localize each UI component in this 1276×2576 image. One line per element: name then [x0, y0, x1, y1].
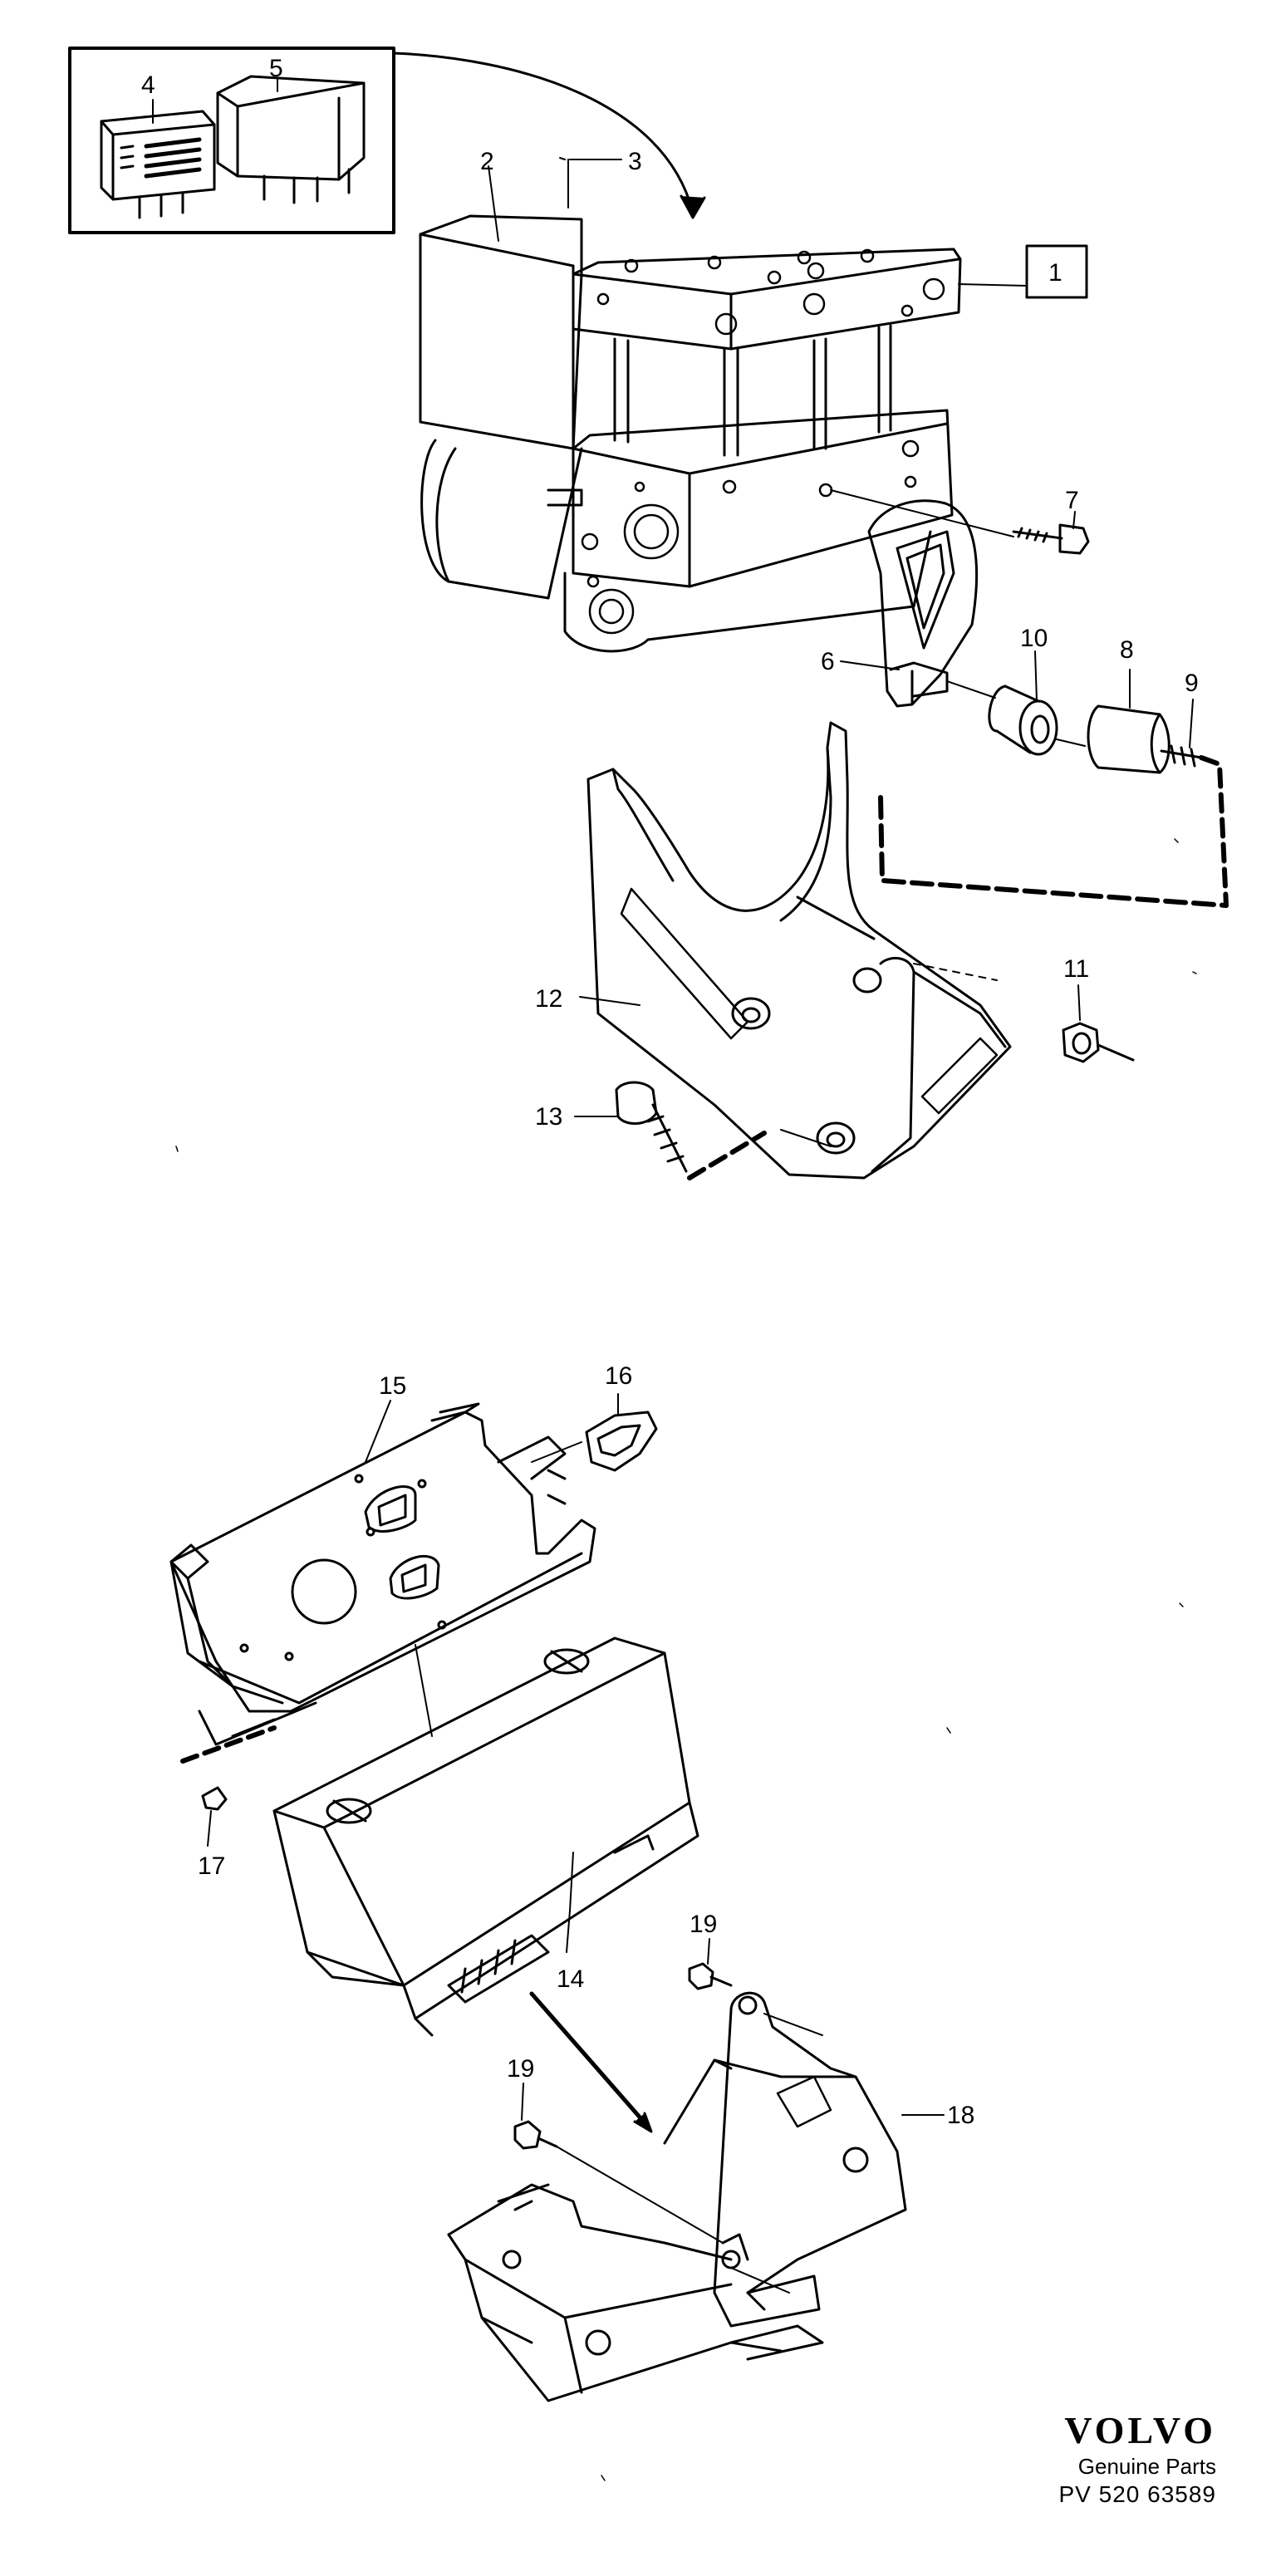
nut-11: [1062, 1022, 1135, 1063]
volvo-branding: VOLVO Genuine Parts PV 520 63589: [967, 2409, 1217, 2509]
bolt-7: [1012, 523, 1090, 555]
callout-15: 15: [379, 1372, 406, 1400]
leader-lines: [152, 79, 1194, 2121]
relay-4: [100, 110, 216, 219]
screw-19-lower: [513, 2120, 558, 2150]
callout-10: 10: [1020, 625, 1048, 652]
callout-12: 12: [535, 985, 562, 1013]
callout-18: 18: [947, 2102, 974, 2129]
catalog-number: PV 520 63589: [1058, 2481, 1216, 2507]
bracket-12: [586, 721, 1012, 1180]
callout-19-upper: 19: [690, 1911, 717, 1938]
callout-labels: 1 2 3 4 5 6 7 8 9 10 11 12 13 14 15 16 1…: [141, 55, 1199, 2129]
bracket-18: [447, 1991, 907, 2402]
bracket-15: [169, 1402, 596, 1746]
callout-1: 1: [1048, 259, 1063, 287]
callout-6: 6: [821, 648, 835, 675]
callout-8: 8: [1120, 636, 1134, 664]
callout-16: 16: [605, 1362, 632, 1390]
clip-16: [585, 1411, 658, 1472]
callout-19-lower: 19: [507, 2055, 534, 2083]
screw-19-upper: [688, 1962, 733, 1990]
mount-8: [1087, 704, 1170, 774]
callout-9: 9: [1185, 670, 1199, 697]
bushing-10: [988, 684, 1058, 756]
bolt-13: [615, 1081, 688, 1173]
relay-5: [216, 75, 366, 204]
bolt-7-line: [830, 489, 1014, 537]
callout-4: 4: [141, 71, 155, 99]
callout-3: 3: [628, 148, 642, 175]
clip-17: [201, 1786, 228, 1811]
callout-7: 7: [1065, 487, 1079, 514]
relay-inset: [68, 47, 395, 234]
callout-17: 17: [198, 1852, 225, 1880]
volvo-logo: VOLVO: [1064, 2409, 1216, 2451]
control-module-14: [272, 1636, 699, 2037]
stud-9: [1160, 744, 1203, 768]
modulator-assembly: [419, 214, 962, 653]
callout-1-box: [1025, 244, 1088, 299]
bracket-6: [867, 499, 979, 708]
inset-arrow: [392, 52, 694, 214]
callout-14: 14: [557, 1965, 584, 1993]
callout-11: 11: [1063, 955, 1089, 983]
callout-5: 5: [269, 55, 283, 82]
brand-tagline: Genuine Parts: [1077, 2454, 1216, 2479]
assembly-arrow: [529, 1991, 650, 2129]
callout-13: 13: [535, 1103, 562, 1131]
callout-2: 2: [480, 148, 494, 175]
dash-line-9-12: [1199, 755, 1229, 908]
